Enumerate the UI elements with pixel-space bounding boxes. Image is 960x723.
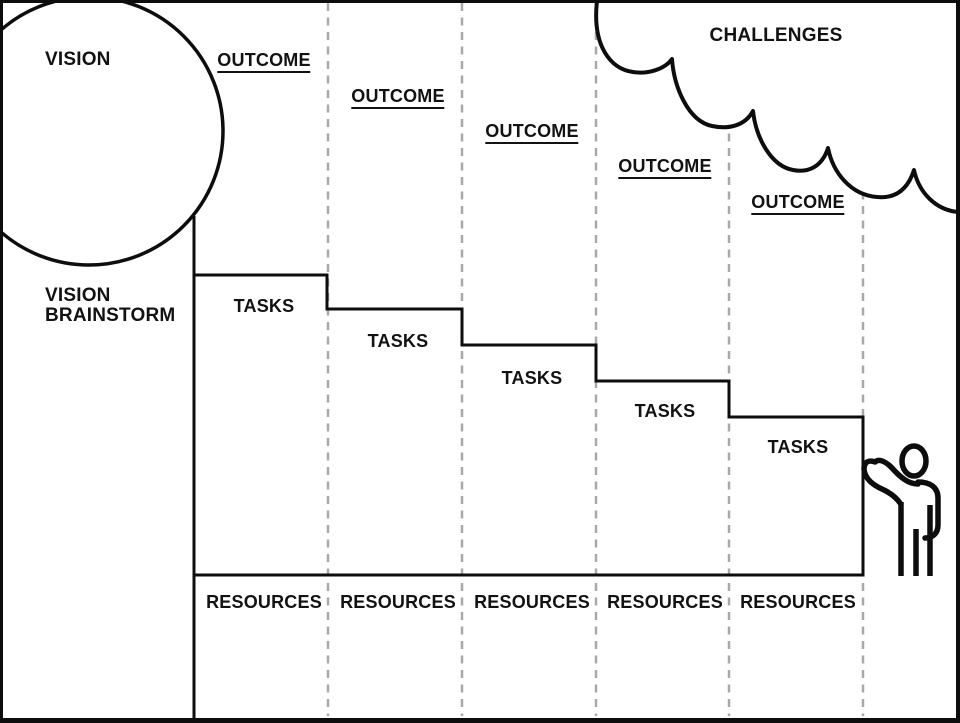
vision-brainstorm-label: VISION BRAINSTORM xyxy=(45,285,176,326)
resources-label-2: RESOURCES xyxy=(340,592,456,612)
resources-label-4: RESOURCES xyxy=(607,592,723,612)
tasks-label-5: TASKS xyxy=(767,437,829,457)
vision-label: VISION xyxy=(45,49,111,70)
resources-label-5: RESOURCES xyxy=(740,592,856,612)
tasks-label-3: TASKS xyxy=(501,368,563,388)
vision-circle xyxy=(3,3,225,267)
tasks-label-4: TASKS xyxy=(634,401,696,421)
outcome-label-1: OUTCOME xyxy=(217,51,311,73)
resources-label-1: RESOURCES xyxy=(206,592,322,612)
outcome-label-3: OUTCOME xyxy=(485,122,579,144)
waving-person-icon xyxy=(861,443,941,576)
resources-label-3: RESOURCES xyxy=(474,592,590,612)
challenges-cloud-fill xyxy=(596,3,956,212)
diagram-linework xyxy=(3,3,956,718)
tasks-label-1: TASKS xyxy=(233,296,295,316)
challenges-label: CHALLENGES xyxy=(709,25,843,46)
outcome-label-4: OUTCOME xyxy=(618,157,712,179)
challenges-cloud-outline xyxy=(594,3,956,214)
tasks-label-2: TASKS xyxy=(367,331,429,351)
outcome-label-2: OUTCOME xyxy=(351,87,445,109)
outcome-label-5: OUTCOME xyxy=(751,193,845,215)
staircase-outline xyxy=(192,216,865,718)
